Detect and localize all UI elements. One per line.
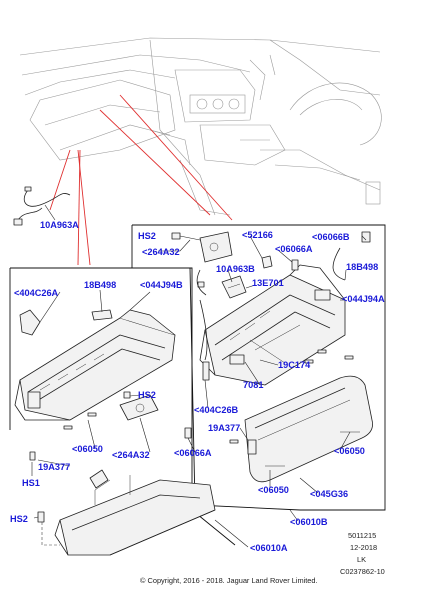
label-18b498-left: 18B498 [84, 280, 116, 290]
label-19c174: 19C174 [278, 360, 311, 370]
glovebox-tray [37, 469, 216, 556]
label-hs2-bottom: HS2 [10, 514, 28, 524]
label-7081: 7081 [243, 380, 263, 390]
label-52166: <52166 [242, 230, 273, 240]
label-06066b: <06066B [312, 232, 350, 242]
label-10a963a: 10A963A [40, 220, 79, 230]
label-hs1: HS1 [22, 478, 40, 488]
label-13e701: 13E701 [252, 278, 284, 288]
label-06066a-bottom: <06066A [174, 448, 212, 458]
lower-left-assembly [14, 309, 192, 461]
meta-ref: C0237862-10 [340, 567, 385, 576]
label-06010b: <06010B [290, 517, 328, 527]
label-18b498-right: 18B498 [346, 262, 378, 272]
copyright-notice: © Copyright, 2016 - 2018. Jaguar Land Ro… [140, 576, 318, 585]
callout-labels: HS2 <264A32 <52166 <06066A <06066B 18B49… [10, 220, 385, 553]
glovebox-lid [244, 375, 373, 483]
label-hs2-mid: HS2 [138, 390, 156, 400]
label-06050-left: <06050 [72, 444, 103, 454]
label-06050-right: <06050 [334, 446, 365, 456]
label-06050-mid: <06050 [258, 485, 289, 495]
label-404c26b: <404C26B [194, 405, 239, 415]
drawing-meta: 5011215 12-2018 LK C0237862-10 [340, 531, 385, 576]
meta-initials: LK [357, 555, 366, 564]
red-reference-lines [49, 94, 233, 266]
harness-10a963a [13, 186, 71, 226]
label-044j94b: <044J94B [140, 280, 183, 290]
label-06010a: <06010A [250, 543, 288, 553]
label-19a377-right: 19A377 [208, 423, 240, 433]
label-044j94a: <044J94A [342, 294, 385, 304]
upper-glovebox-assembly [199, 264, 346, 386]
meta-date: 12-2018 [350, 543, 377, 552]
leader-lines [31, 204, 367, 548]
label-10a963b: 10A963B [216, 264, 255, 274]
label-19a377-left: 19A377 [38, 462, 70, 472]
label-264a32-bottom: <264A32 [112, 450, 150, 460]
top-brackets [171, 231, 371, 381]
label-06066a-top: <06066A [275, 244, 313, 254]
small-fasteners [63, 349, 354, 444]
meta-code: 5011215 [348, 531, 376, 540]
vehicle-interior-sketch [19, 37, 382, 216]
label-264a32-top: <264A32 [142, 247, 180, 257]
label-hs2-top: HS2 [138, 231, 156, 241]
label-404c26a: <404C26A [14, 288, 59, 298]
label-045g36: <045G36 [310, 489, 348, 499]
